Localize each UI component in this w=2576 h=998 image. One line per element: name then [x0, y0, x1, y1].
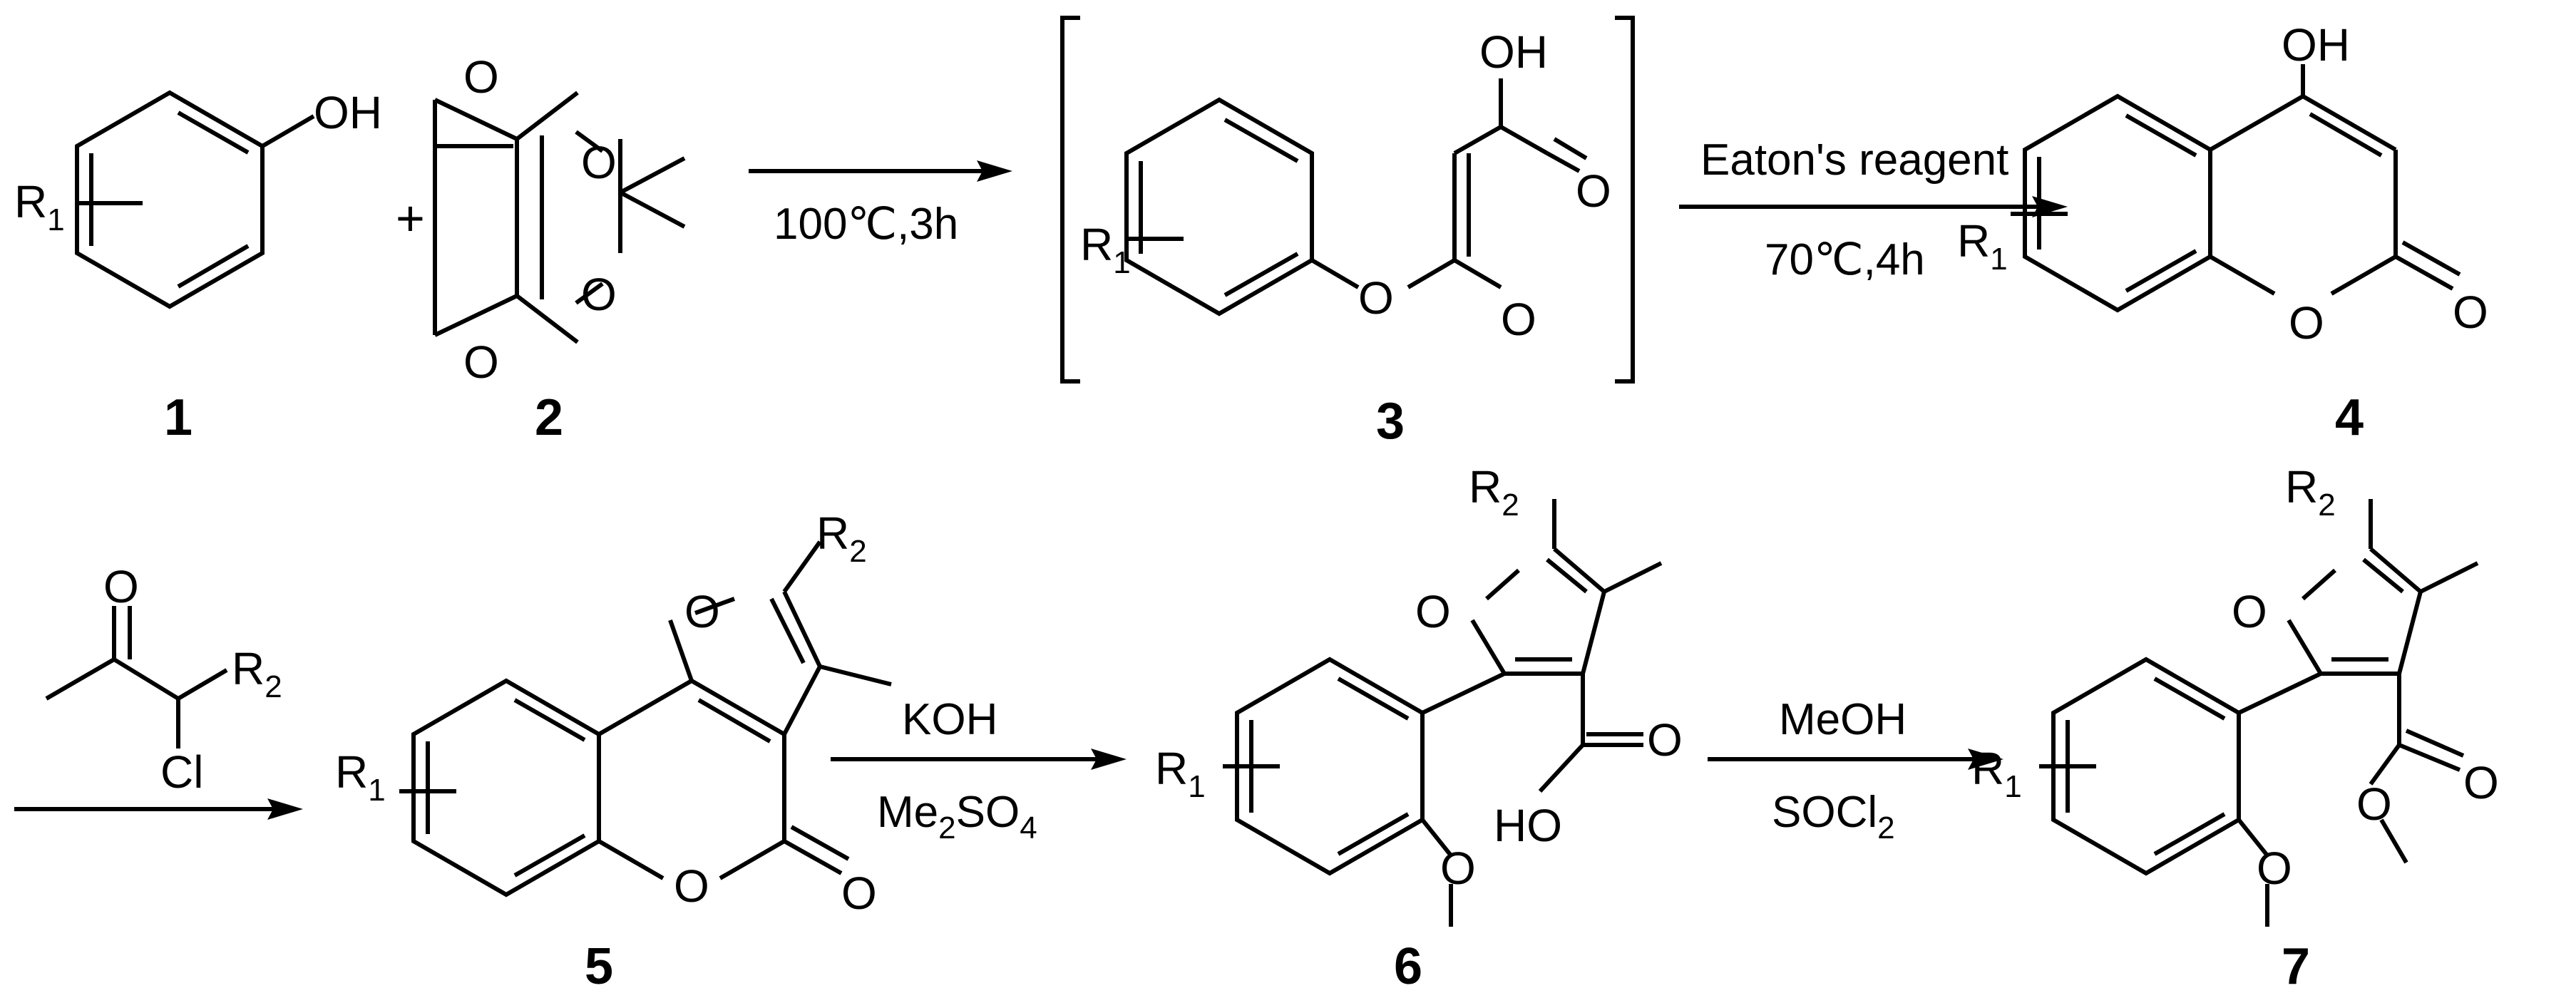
plus-sign: +	[396, 190, 425, 246]
compound-2-label: 2	[535, 389, 563, 446]
compound-4-structure	[2011, 64, 2461, 313]
bracket-left	[1060, 16, 1080, 384]
carbonyl-o-top: O	[463, 51, 499, 103]
r1-label-7: R1	[1971, 743, 2022, 804]
compound-3-label: 3	[1376, 393, 1405, 450]
acid-carbonyl-o-6: O	[1647, 714, 1683, 766]
r1-label-4: R1	[1957, 215, 2008, 277]
carbonyl-o-bottom: O	[463, 336, 499, 388]
r2-label-reagent: R2	[232, 643, 282, 704]
hydroxyl-label: OH	[314, 87, 382, 138]
furan-o-7: O	[2232, 586, 2267, 637]
oh-label-4: OH	[2282, 19, 2350, 71]
compound-5-structure	[399, 540, 892, 897]
arrow-step-3	[14, 798, 303, 820]
compound-4-atoms: OH O O R1	[1957, 19, 2488, 349]
r2-label-7: R2	[2285, 461, 2336, 523]
r1-label-6: R1	[1155, 743, 1206, 804]
compound-3-structure	[1124, 78, 1588, 317]
methoxy-o-6: O	[1440, 843, 1476, 894]
compound-6-label: 6	[1394, 938, 1422, 995]
compound-2-structure	[433, 91, 686, 344]
r1-label-5: R1	[335, 746, 386, 808]
lactone-o-5: O	[674, 860, 709, 912]
acid-ho-6: HO	[1494, 800, 1562, 851]
compound-6-atoms: O R2 O HO O R1	[1155, 461, 1683, 894]
lactone-o-4: O	[2289, 297, 2324, 349]
ester-o: O	[1358, 272, 1394, 324]
condition-step-1: 100℃,3h	[774, 200, 958, 249]
condition-step-5-top: MeOH	[1779, 695, 1907, 744]
acid-oh: OH	[1479, 26, 1548, 78]
arrow-step-5	[1708, 748, 2003, 770]
r2-label-6: R2	[1469, 461, 1519, 523]
carbonyl-o-5: O	[841, 868, 877, 919]
condition-step-2-top: Eaton's reagent	[1700, 135, 2008, 185]
bracket-right	[1615, 16, 1635, 384]
compound-6-structure	[1223, 499, 1663, 927]
r2-label-5: R2	[816, 508, 867, 569]
ring-o-top: O	[581, 137, 617, 188]
compound-7-label: 7	[2282, 938, 2310, 995]
ester-carbonyl-o-7: O	[2463, 757, 2499, 808]
ketone-o: O	[103, 561, 139, 612]
compound-7-atoms: O R2 O O O R1	[1971, 461, 2499, 894]
chloro-label: Cl	[160, 746, 203, 798]
r1-label: R1	[14, 176, 65, 237]
compound-5-atoms: O R2 O O R1	[335, 508, 877, 919]
compound-4-label: 4	[2335, 389, 2364, 446]
compound-1-structure: OH R1	[14, 87, 382, 309]
arrow-step-2	[1679, 196, 2068, 217]
compound-7-structure	[2039, 499, 2479, 927]
ring-o-bottom: O	[581, 269, 617, 320]
condition-step-5-bottom: SOCl2	[1772, 788, 1895, 845]
furan-o-5: O	[684, 586, 720, 637]
carbonyl-o-4: O	[2453, 287, 2488, 338]
furan-o-6: O	[1415, 586, 1451, 637]
chloroketone-reagent: O R2 Cl	[45, 561, 282, 798]
condition-step-4-bottom: Me2SO4	[877, 788, 1037, 845]
ester-o-7: O	[2356, 778, 2392, 830]
condition-step-2-bottom: 70℃,4h	[1765, 235, 1925, 284]
compound-1-label: 1	[164, 389, 193, 446]
compound-2-atoms: O O O O	[463, 51, 617, 388]
ester-carbonyl-o: O	[1501, 294, 1536, 345]
methoxy-o-7: O	[2257, 843, 2292, 894]
compound-3-atoms: R1 O O OH O	[1080, 26, 1611, 345]
condition-step-4-top: KOH	[902, 695, 997, 744]
acid-carbonyl-o: O	[1576, 165, 1611, 217]
compound-5-label: 5	[585, 938, 613, 995]
arrow-step-4	[831, 748, 1127, 770]
arrow-step-1	[749, 160, 1012, 182]
r1-label-3: R1	[1080, 219, 1131, 280]
